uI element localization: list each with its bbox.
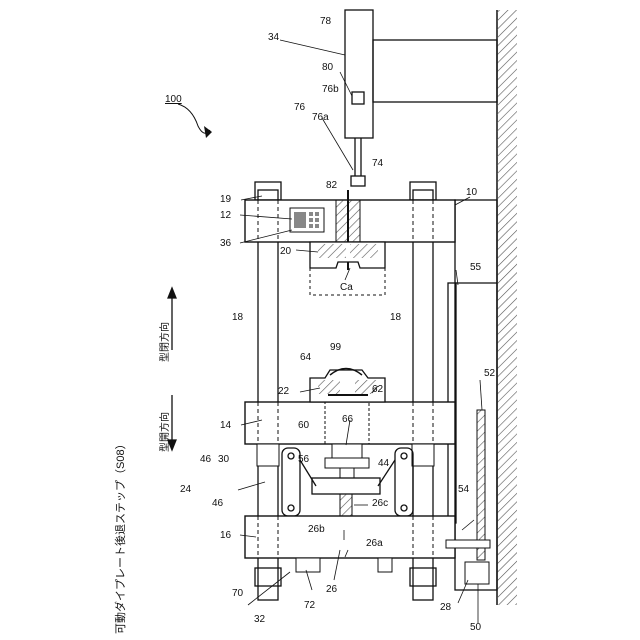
ejector-assembly [325,444,369,478]
label-24: 24 [180,484,192,495]
mold-closing-direction-label: 型閉方向 [158,322,171,362]
label-26: 26 [326,584,338,595]
mold-opening-direction-label: 型開方向 [158,412,171,452]
label-82: 82 [326,180,338,191]
label-72: 72 [304,600,316,611]
label-14: 14 [220,420,232,431]
label-78: 78 [320,16,332,27]
label-Ca: Ca [340,282,353,293]
floor-wall [497,10,517,605]
label-36: 36 [220,238,232,249]
label-44: 44 [378,458,390,469]
label-22: 22 [278,386,290,397]
label-26c: 26c [372,498,388,509]
label-70: 70 [232,588,244,599]
injection-unit [345,10,497,186]
label-74: 74 [372,158,384,169]
label-46-bottom: 46 [212,498,224,509]
label-26a: 26a [366,538,383,549]
label-66: 66 [342,414,354,425]
rear-platen [245,516,455,572]
label-16: 16 [220,530,232,541]
label-52: 52 [484,368,496,379]
label-19: 19 [220,194,232,205]
label-76a: 76a [312,112,329,123]
figure-caption: 可動ダイプレート後退ステップ（S08） [113,438,127,634]
label-99: 99 [330,342,342,353]
label-12: 12 [220,210,232,221]
label-34: 34 [268,32,280,43]
label-76b: 76b [322,84,339,95]
label-20: 20 [280,246,292,257]
label-100: 100 [165,94,182,105]
label-56: 56 [298,454,310,465]
label-28: 28 [440,602,452,613]
label-62: 62 [372,384,384,395]
label-26b: 26b [308,524,325,535]
label-54: 54 [458,484,470,495]
label-18-left: 18 [232,312,244,323]
label-10: 10 [466,187,478,198]
label-30: 30 [218,454,230,465]
label-32: 32 [254,614,266,625]
label-50: 50 [470,622,482,633]
label-55: 55 [470,262,482,273]
label-76: 76 [294,102,306,113]
label-64: 64 [300,352,312,363]
label-18-right: 18 [390,312,402,323]
label-80: 80 [322,62,334,73]
label-46-top: 46 [200,454,212,465]
label-60: 60 [298,420,310,431]
control-panel-icon [290,208,324,232]
